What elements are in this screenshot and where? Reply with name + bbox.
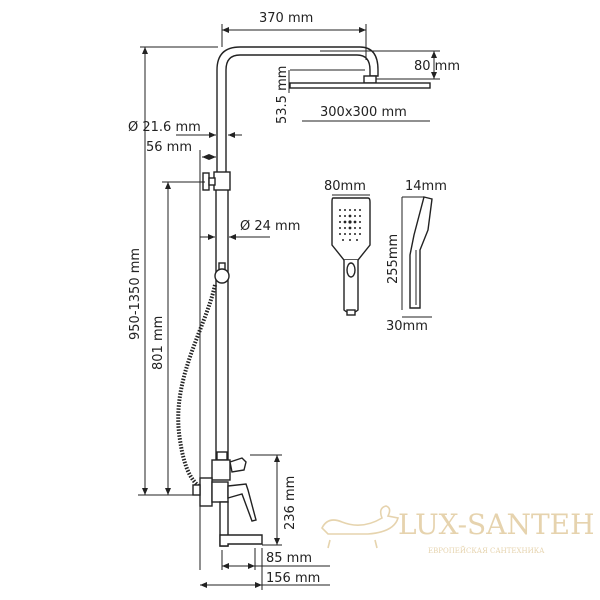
label-mixer-height: 801 mm xyxy=(151,316,166,370)
label-total-height: 950-1350 mm xyxy=(128,248,143,340)
label-hand-shower-thickness: 14mm xyxy=(405,179,447,194)
label-mixer-projection: 156 mm xyxy=(266,571,320,586)
watermark-brand: LUX-SANTEH xyxy=(398,508,595,541)
shower-hose xyxy=(176,284,217,492)
hand-shower-side xyxy=(409,196,433,309)
label-mixer-depth: 236 mm xyxy=(283,476,298,530)
label-bracket-offset: 56 mm xyxy=(146,140,192,155)
dimension-lines xyxy=(138,24,440,590)
watermark-tagline: ЕВРОПЕЙСКАЯ САНТЕХНИКА xyxy=(428,546,545,555)
label-arm-length: 370 mm xyxy=(259,11,313,26)
label-head-thickness: 53.5 mm xyxy=(275,66,290,124)
label-head-drop: 80 mm xyxy=(414,59,460,74)
lower-pipe xyxy=(215,179,229,461)
label-hand-shower-length: 255mm xyxy=(386,234,401,284)
pipe-bracket xyxy=(213,171,231,191)
bath-mixer xyxy=(192,451,263,547)
diverter xyxy=(229,457,247,473)
label-hand-shower-width: 80mm xyxy=(324,179,366,194)
label-upper-pipe-diameter: Ø 21.6 mm xyxy=(128,120,201,135)
watermark-logo: LUX-SANTEH ЕВРОПЕЙСКАЯ САНТЕХНИКА xyxy=(321,505,595,555)
mixer-lever xyxy=(227,483,257,522)
shower-column xyxy=(202,46,431,461)
hand-shower-front xyxy=(331,197,371,316)
label-handle-thickness: 30mm xyxy=(386,319,428,334)
rain-shower-head xyxy=(289,82,431,89)
slider-knob xyxy=(214,268,230,284)
label-spout-length: 85 mm xyxy=(266,551,312,566)
label-lower-pipe-diameter: Ø 24 mm xyxy=(240,219,300,234)
label-head-size: 300x300 mm xyxy=(320,105,407,120)
spout xyxy=(219,534,263,547)
